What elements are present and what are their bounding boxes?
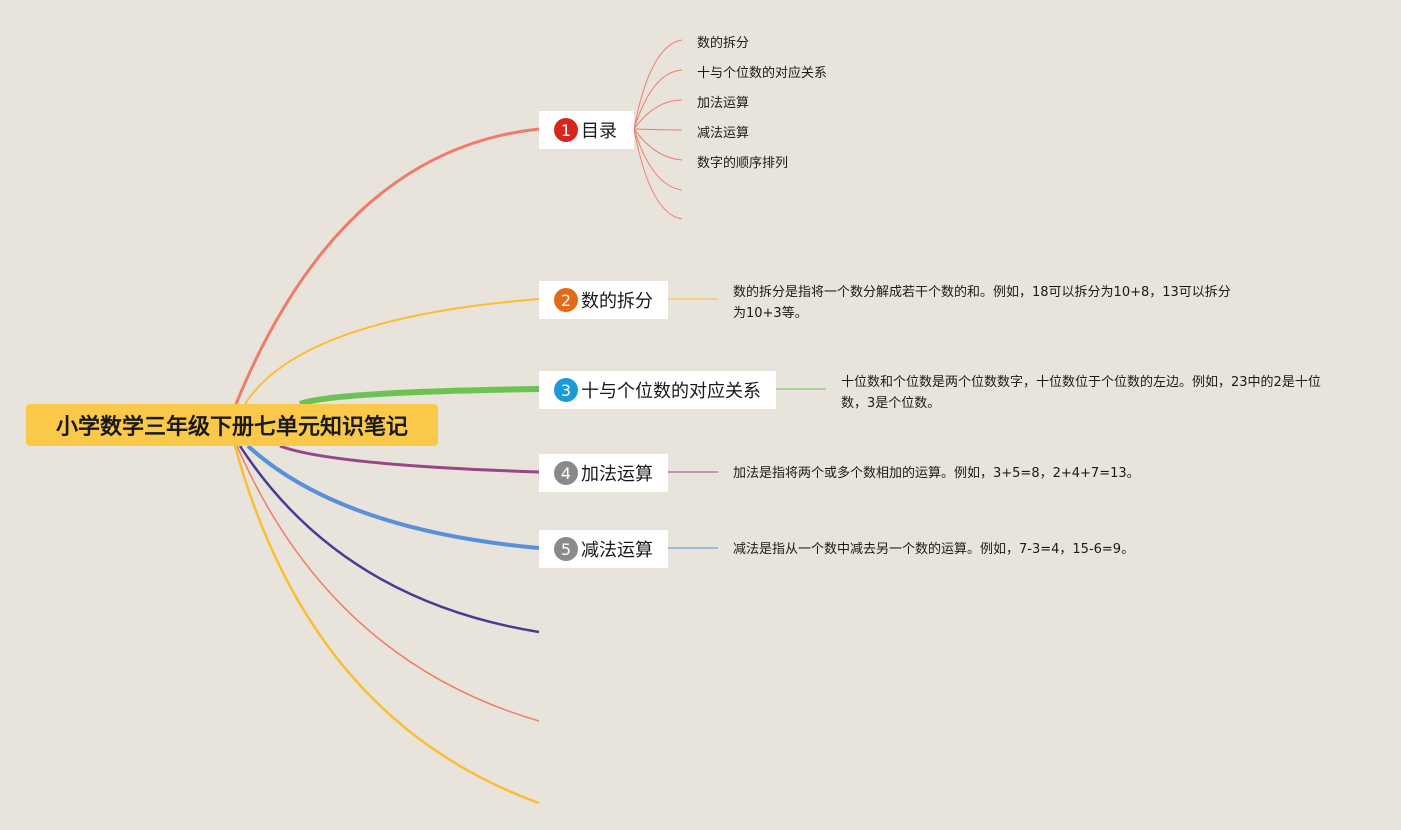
topic-label: 减法运算 <box>581 540 653 561</box>
topic-label: 数的拆分 <box>581 291 653 312</box>
branch-line-6 <box>238 445 540 634</box>
toc-item[interactable]: 数的拆分 <box>697 36 750 51</box>
branch-line-4 <box>279 444 540 474</box>
topic-addition[interactable]: 4 加法运算 <box>539 454 668 492</box>
root-topic[interactable]: 小学数学三年级下册七单元知识笔记 <box>26 404 438 446</box>
topic-description[interactable]: 数的拆分是指将一个数分解成若干个数的和。例如，18可以拆分为10+8，13可以拆… <box>733 285 1231 321</box>
toc-item[interactable]: 减法运算 <box>697 126 750 141</box>
topic-description[interactable]: 减法是指从一个数中减去另一个数的运算。例如，7-3=4，15-6=9。 <box>733 542 1135 557</box>
topic-subtraction[interactable]: 5 减法运算 <box>539 530 668 568</box>
number-badge-icon: 2 <box>554 288 578 312</box>
root-title: 小学数学三年级下册七单元知识笔记 <box>55 415 408 440</box>
number-badge-icon: 1 <box>554 118 578 142</box>
topic-description[interactable]: 加法是指将两个或多个数相加的运算。例如，3+5=8，2+4+7=13。 <box>733 466 1140 481</box>
topic-place-value[interactable]: 3 十与个位数的对应关系 <box>539 371 776 409</box>
branch-line-5 <box>246 444 540 550</box>
number-badge-icon: 5 <box>554 537 578 561</box>
toc-item[interactable]: 加法运算 <box>697 96 750 111</box>
branch-line-3 <box>298 386 540 407</box>
topic-toc[interactable]: 1 目录 <box>539 111 634 149</box>
number-badge-icon: 3 <box>554 378 578 402</box>
topic-description[interactable]: 十位数和个位数是两个位数数字，十位数位于个位数的左边。例如，23中的2是十位数，… <box>841 375 1321 411</box>
toc-sub-lines <box>633 39 683 220</box>
branch-line-2 <box>244 298 540 405</box>
toc-item[interactable]: 十与个位数的对应关系 <box>697 66 828 81</box>
topic-label: 目录 <box>581 121 617 142</box>
branch-line-7 <box>236 445 540 722</box>
topic-number-split[interactable]: 2 数的拆分 <box>539 281 668 319</box>
number-badge-icon: 4 <box>554 461 578 485</box>
toc-item[interactable]: 数字的顺序排列 <box>697 156 789 171</box>
topic-label: 十与个位数的对应关系 <box>581 381 761 402</box>
topic-label: 加法运算 <box>581 464 653 485</box>
branch-line-8 <box>233 445 540 805</box>
branch-line-1 <box>234 127 540 405</box>
